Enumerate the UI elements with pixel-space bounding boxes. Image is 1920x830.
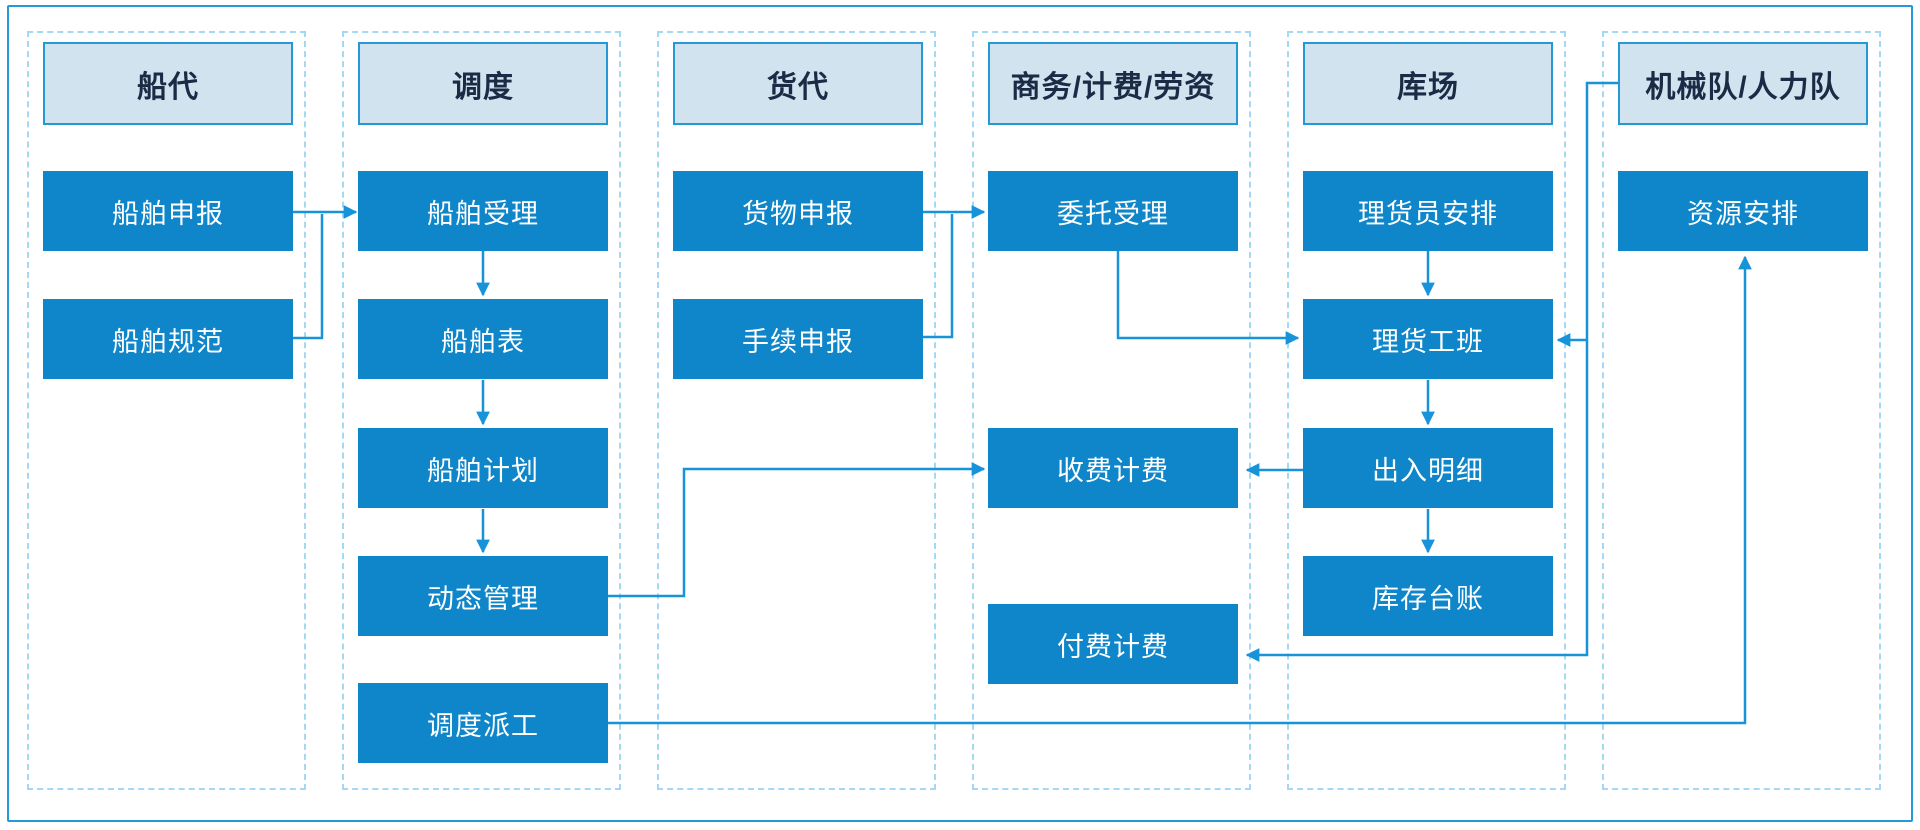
lane-dispatch	[342, 31, 621, 790]
lane-header-ship-agent: 船代	[43, 42, 293, 125]
node-ship-acceptance: 船舶受理	[358, 171, 608, 251]
node-payment-billing: 付费计费	[988, 604, 1238, 684]
node-in-out-details: 出入明细	[1303, 428, 1553, 508]
node-charge-billing: 收费计费	[988, 428, 1238, 508]
node-dynamic-management: 动态管理	[358, 556, 608, 636]
lane-header-dispatch: 调度	[358, 42, 608, 125]
node-tally-shift: 理货工班	[1303, 299, 1553, 379]
node-ship-plan: 船舶计划	[358, 428, 608, 508]
lane-ship-agent	[27, 31, 306, 790]
node-tallyman-arrangement: 理货员安排	[1303, 171, 1553, 251]
node-resource-arrangement: 资源安排	[1618, 171, 1868, 251]
node-dispatch-assignment: 调度派工	[358, 683, 608, 763]
lane-header-commerce-billing-labor: 商务/计费/劳资	[988, 42, 1238, 125]
node-procedure-declaration: 手续申报	[673, 299, 923, 379]
node-entrustment-acceptance: 委托受理	[988, 171, 1238, 251]
lane-machinery-manpower-team	[1602, 31, 1881, 790]
lane-warehouse-yard	[1287, 31, 1566, 790]
lane-header-warehouse-yard: 库场	[1303, 42, 1553, 125]
node-ship-declaration: 船舶申报	[43, 171, 293, 251]
node-inventory-ledger: 库存台账	[1303, 556, 1553, 636]
lane-freight-forwarder	[657, 31, 936, 790]
lane-header-machinery-manpower-team: 机械队/人力队	[1618, 42, 1868, 125]
node-ship-table: 船舶表	[358, 299, 608, 379]
node-cargo-declaration: 货物申报	[673, 171, 923, 251]
lane-header-freight-forwarder: 货代	[673, 42, 923, 125]
node-ship-specification: 船舶规范	[43, 299, 293, 379]
